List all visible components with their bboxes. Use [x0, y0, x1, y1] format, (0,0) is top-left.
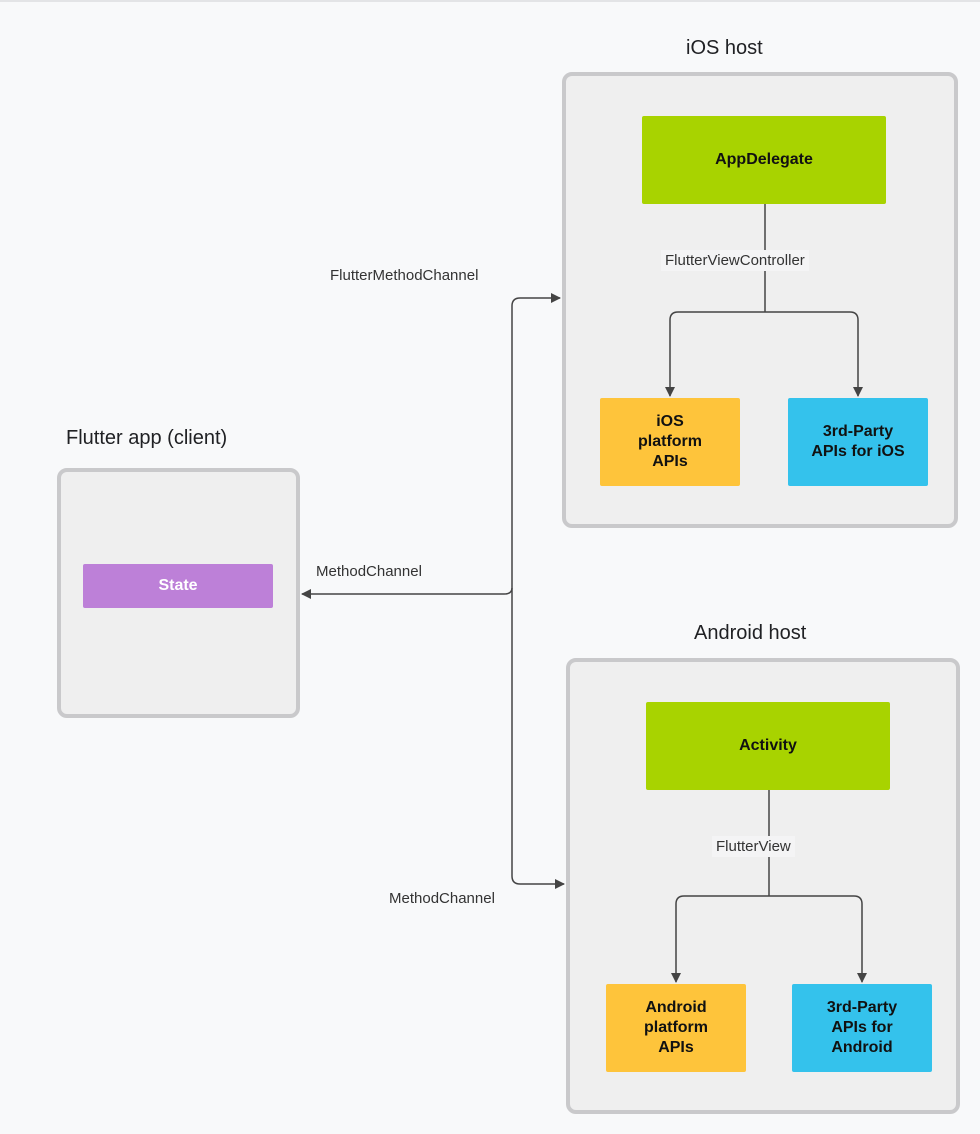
android-channel-label: MethodChannel: [389, 890, 495, 907]
ios-channel-label: FlutterMethodChannel: [330, 267, 479, 284]
channel-bus-to-ios: [511, 293, 561, 588]
android-host-title: Android host: [694, 622, 807, 644]
android-platform-apis-box: Android platform APIs: [606, 984, 746, 1072]
flutter-app-title: Flutter app (client): [66, 427, 228, 449]
ios-platform-apis-box: iOS platform APIs: [600, 398, 740, 486]
channel-bus-to-android: [511, 588, 565, 889]
android-arrow-platform: [671, 895, 769, 983]
activity-box: Activity: [646, 702, 890, 790]
channel-bus-to-client: [301, 587, 513, 599]
client-channel-label: MethodChannel: [316, 563, 422, 580]
app-delegate-box: AppDelegate: [642, 116, 886, 204]
android-arrow-third-party: [769, 895, 867, 983]
flutter-view-label: FlutterView: [712, 836, 795, 857]
ios-arrow-platform: [665, 311, 765, 397]
ios-arrow-third-party: [765, 311, 863, 397]
android-third-party-apis-box: 3rd-Party APIs for Android: [792, 984, 932, 1072]
ios-third-party-apis-box: 3rd-Party APIs for iOS: [788, 398, 928, 486]
top-border: [0, 0, 980, 2]
flutter-view-controller-label: FlutterViewController: [661, 250, 809, 271]
state-box: State: [83, 564, 273, 608]
ios-host-title: iOS host: [686, 37, 763, 59]
